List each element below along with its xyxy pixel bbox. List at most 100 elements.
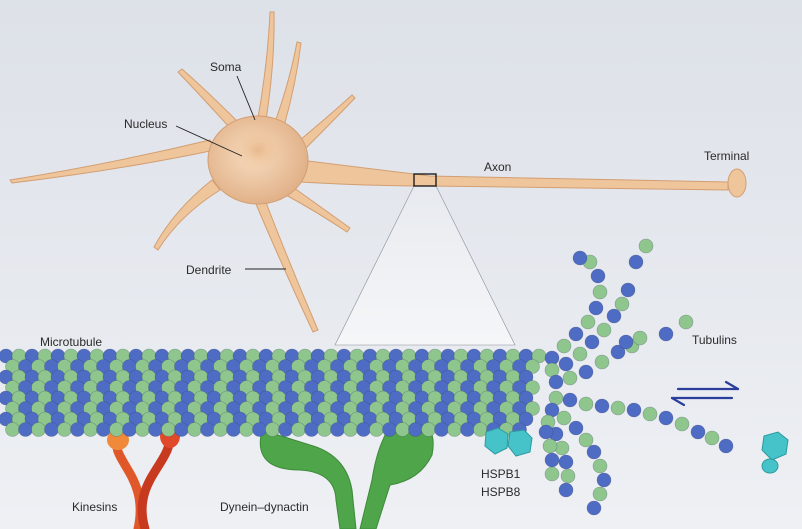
tubulin-bead [330,422,345,437]
dendrite-upper-left [177,68,239,129]
tubulin-bead [626,402,642,418]
hspb8-label: HSPB8 [481,485,521,499]
tubulin-bead [421,422,436,437]
tubulin-bead [343,422,358,437]
tubulin-bead [525,380,540,395]
tubulin-bead [558,356,574,372]
tubulin-bead [592,486,608,502]
tubulin-bead [614,296,630,312]
tubulin-bead [317,422,332,437]
tubulin-bead [518,390,534,406]
tubulin-bead [596,322,612,338]
soma-pointer [236,75,256,121]
neuron [9,11,747,333]
axon-label: Axon [484,160,512,174]
free-hspb [761,431,789,461]
tubulin-bead [200,422,215,437]
tubulin-bead [135,422,150,437]
tubulin-bead [594,354,610,370]
tubulin-bead [562,370,578,386]
dendrite-lower-left [153,179,221,251]
terminal [727,168,747,198]
tubulin-bead [690,424,706,440]
tubulin-bead [161,422,176,437]
dendrite-bottom [255,199,319,333]
tubulin-bead [356,422,371,437]
tubulin-bead [578,432,594,448]
tubulin-bead [226,422,241,437]
tubulin-bead [578,396,594,412]
tubulin-bead [518,369,534,385]
tubulin-bead [610,344,626,360]
tubulin-bead [632,330,648,346]
nucleus-label: Nucleus [124,117,168,131]
tubulin-bead [580,314,596,330]
tubulin-bead [586,444,602,460]
tubulin-bead [278,422,293,437]
tubulin-bead [658,326,674,342]
tubulin-bead [544,466,560,482]
tubulin-bead [304,422,319,437]
tubulin-bead [568,420,584,436]
tubulin-bead [556,410,572,426]
axon [299,159,729,191]
tubulin-bead [586,500,602,516]
tubulin-bead [606,308,622,324]
tubulin-bead [96,422,111,437]
tubulin-bead [620,282,636,298]
tubulin-bead [718,438,734,454]
tubulin-bead [538,424,554,440]
tubulin-bead [213,422,228,437]
microtubule [0,348,547,437]
tubulin-bead [265,422,280,437]
nucleus-pointer [175,125,243,157]
terminal-label: Terminal [704,149,750,163]
tubulin-bead [109,422,124,437]
tubulin-bead [187,422,202,437]
tubulin-bead [382,422,397,437]
microtubule-label: Microtubule [40,335,103,349]
tubulin-bead [578,364,594,380]
tubulin-bead [525,359,540,374]
tubulins-label: Tubulins [692,333,737,347]
tubulin-bead [678,314,694,330]
tubulin-bead [562,392,578,408]
tubulin-bead [558,454,574,470]
dynein-dynactin-label: Dynein–dynactin [220,500,309,514]
tubulin-bead [596,472,612,488]
tubulin-bead [674,416,690,432]
tubulin-bead [291,422,306,437]
tubulin-bead [590,268,606,284]
tubulin-bead [518,411,534,427]
tubulin-bead [610,400,626,416]
tubulin-bead [31,422,46,437]
tubulin-bead [460,422,475,437]
tubulin-bead [628,254,644,270]
tubulin-bead [642,406,658,422]
dendrite-right-down [283,184,351,233]
tubulin-bead [434,422,449,437]
dendrite-right-up [299,94,356,149]
tubulin-bead [395,422,410,437]
tubulin-bead [148,422,163,437]
tubulin-bead [592,458,608,474]
tubulin-bead [568,326,584,342]
hspb1-label: HSPB1 [481,467,521,481]
tubulin-bead [174,422,189,437]
tubulin-bead [618,334,634,350]
tubulin-bead [554,440,570,456]
tubulin-bead [572,346,588,362]
tubulin-protofilaments [538,238,734,516]
tubulin-bead [369,422,384,437]
dendrite-top-1 [257,11,275,121]
tubulin-bead [542,438,558,454]
tubulin-bead [658,410,674,426]
hspb-chaperones [484,427,789,474]
tubulin-bead [44,422,59,437]
axon-zoom-box [413,173,437,187]
tubulin-bead [252,422,267,437]
dendrite-top-2 [274,41,302,127]
tubulin-bead [447,422,462,437]
